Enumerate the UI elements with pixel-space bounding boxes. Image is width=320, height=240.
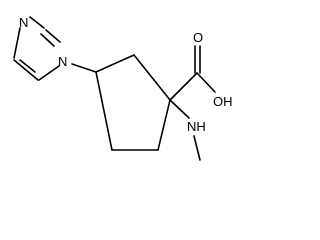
- bond-c1-c5: [157, 99, 171, 151]
- bond-c4-c3: [95, 71, 113, 151]
- bond-c3-c2: [95, 54, 135, 73]
- bond-c2-c1: [133, 54, 171, 101]
- atom-label-carbonyl-oxygen: O: [193, 30, 203, 45]
- bond-n1-c3: [71, 63, 97, 73]
- bond-n3-c2: [29, 16, 45, 29]
- bond-c1-ccooh: [169, 72, 198, 101]
- bond-c5-c4: [13, 59, 39, 81]
- bond-c2-n1: [45, 29, 61, 43]
- bond-c5-c4-double: [19, 59, 36, 73]
- atom-label-imidazole-n1: N: [58, 54, 67, 69]
- imidazole-ring: [13, 16, 61, 81]
- bond-c2-n1-double: [40, 33, 55, 47]
- cyclopentane-ring: [95, 54, 171, 151]
- bond-c-oh: [196, 72, 216, 93]
- atom-label-amine: NH: [187, 119, 206, 134]
- bond-c4-n3: [13, 27, 21, 59]
- atom-label-hydroxyl: OH: [213, 94, 233, 109]
- chemical-structure-drawing: N N O OH NH: [13, 15, 233, 161]
- carboxylic-acid-group: [169, 45, 216, 101]
- bond-n1-c5: [38, 65, 60, 81]
- atom-label-imidazole-n3: N: [19, 15, 28, 30]
- bond-nh-ch3: [193, 135, 201, 161]
- bond-c1-nh: [169, 99, 190, 119]
- methylamine-group: [169, 99, 201, 161]
